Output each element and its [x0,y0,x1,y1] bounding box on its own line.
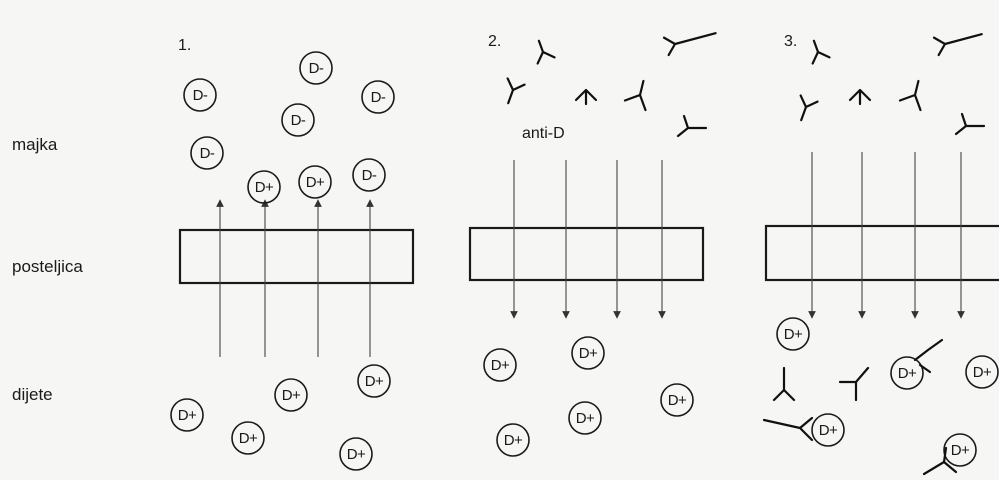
panel-3-number: 3. [784,33,797,50]
bound-antibody [762,416,814,442]
d-negative-cell: D- [183,78,217,112]
antibody [574,88,598,106]
cell-label: D+ [365,373,384,390]
placenta-panel-2 [468,226,705,282]
cell-label: D+ [347,446,366,463]
cell-label: D- [291,112,306,129]
bound-antibody [922,446,958,476]
d-positive-cell: D+ [496,423,530,457]
d-positive-cell: D+ [247,170,281,204]
cell-label: D+ [819,422,838,439]
placenta-panel-3 [764,224,999,282]
d-positive-cell: D+ [571,336,605,370]
d-positive-cell: D+ [170,398,204,432]
antibody [799,94,819,122]
d-negative-cell: D- [190,136,224,170]
cell-label: D+ [306,174,325,191]
anti-d-label: anti-D [522,125,565,142]
cell-label: D- [362,167,377,184]
antibody [954,112,986,136]
d-negative-cell: D- [281,103,315,137]
d-positive-cell: D+ [298,165,332,199]
cell-label: D+ [668,392,687,409]
panel-2-number: 2. [488,33,501,50]
d-negative-cell: D- [361,80,395,114]
antibody [623,79,647,112]
antibody [811,39,831,65]
antibody [676,114,708,138]
d-negative-cell: D- [352,158,386,192]
cell-label: D- [309,60,324,77]
cell-label: D- [193,87,208,104]
cell-label: D+ [255,179,274,196]
row-label-child: dijete [12,385,53,404]
cell-label: D+ [898,365,917,382]
cell-label: D+ [576,410,595,427]
antibody [506,77,526,105]
antibody [662,32,717,57]
d-positive-cell: D+ [357,364,391,398]
d-positive-cell: D+ [943,433,977,467]
cell-label: D- [371,89,386,106]
antibody [848,88,872,106]
cell-label: D+ [491,357,510,374]
cell-label: D+ [178,407,197,424]
row-label-mother: majka [12,135,58,154]
d-positive-cell: D+ [274,378,308,412]
panel-1-number: 1. [178,37,191,54]
d-positive-cell: D+ [776,317,810,351]
cell-label: D+ [579,345,598,362]
cell-label: D- [200,145,215,162]
d-positive-cell: D+ [811,413,845,447]
d-positive-cell: D+ [339,437,373,471]
antibody [838,366,870,402]
cell-label: D+ [282,387,301,404]
d-positive-cell: D+ [890,356,924,390]
d-positive-cell: D+ [965,355,999,389]
row-label-placenta: posteljica [12,257,83,276]
placenta-panel-1 [178,228,415,285]
cell-label: D+ [951,442,970,459]
d-negative-cell: D- [299,51,333,85]
cell-label: D+ [784,326,803,343]
d-positive-cell: D+ [483,348,517,382]
antibody [898,79,922,112]
cell-label: D+ [973,364,992,381]
cell-label: D+ [239,430,258,447]
antibody [772,366,796,402]
antibody [536,39,556,65]
antibody [932,33,983,57]
d-positive-cell: D+ [231,421,265,455]
cell-label: D+ [504,432,523,449]
bound-antibody [913,338,944,374]
d-positive-cell: D+ [660,383,694,417]
d-positive-cell: D+ [568,401,602,435]
